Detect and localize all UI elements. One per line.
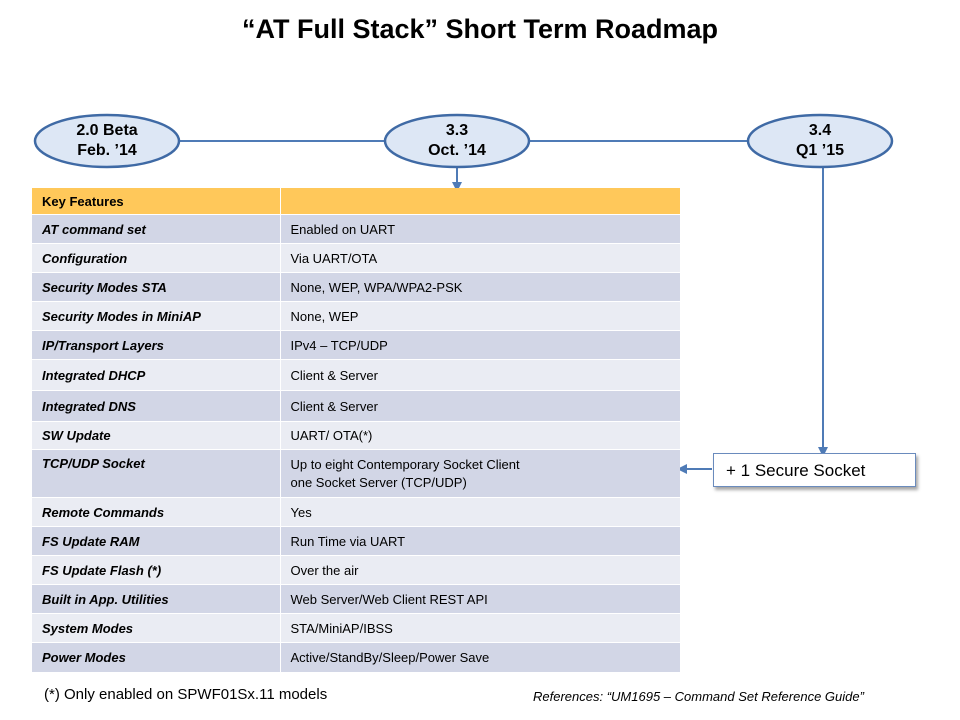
- milestone-version: 3.4: [808, 122, 832, 139]
- header-cell-key-features: Key Features: [32, 188, 281, 215]
- value-cell: Yes: [280, 497, 680, 527]
- key-features-table: Key Features AT command set Enabled on U…: [32, 188, 680, 673]
- table-row: IP/Transport Layers IPv4 – TCP/UDP: [32, 330, 680, 360]
- feature-cell: System Modes: [32, 613, 281, 643]
- feature-cell: Configuration: [32, 243, 281, 273]
- milestone-3-4: 3.4 Q1 ’15: [748, 115, 892, 167]
- value-cell: UART/ OTA(*): [280, 421, 680, 450]
- feature-cell: IP/Transport Layers: [32, 330, 281, 360]
- value-cell: Web Server/Web Client REST API: [280, 584, 680, 614]
- milestone-2-0-beta: 2.0 Beta Feb. ’14: [35, 115, 179, 167]
- value-cell: Active/StandBy/Sleep/Power Save: [280, 642, 680, 673]
- value-cell: Client & Server: [280, 390, 680, 422]
- milestone-date: Q1 ’15: [795, 142, 845, 159]
- table-row: Security Modes STA None, WEP, WPA/WPA2-P…: [32, 272, 680, 302]
- feature-cell: Remote Commands: [32, 497, 281, 527]
- milestone-ellipse-1: [33, 113, 181, 169]
- feature-cell: Security Modes STA: [32, 272, 281, 302]
- secure-socket-callout: + 1 Secure Socket: [713, 453, 916, 487]
- value-cell: Up to eight Contemporary Socket Client o…: [280, 449, 680, 498]
- table-row: Configuration Via UART/OTA: [32, 243, 680, 273]
- table-row: Security Modes in MiniAP None, WEP: [32, 301, 680, 331]
- feature-cell: Security Modes in MiniAP: [32, 301, 281, 331]
- table-row: TCP/UDP Socket Up to eight Contemporary …: [32, 449, 680, 498]
- table-row: Power Modes Active/StandBy/Sleep/Power S…: [32, 642, 680, 673]
- value-cell: STA/MiniAP/IBSS: [280, 613, 680, 643]
- milestone-date: Oct. ’14: [428, 142, 486, 159]
- table-row: Built in App. Utilities Web Server/Web C…: [32, 584, 680, 614]
- table-row: FS Update Flash (*) Over the air: [32, 555, 680, 585]
- value-cell: None, WEP: [280, 301, 680, 331]
- value-line-1: Up to eight Contemporary Socket Client: [290, 457, 520, 472]
- footnote: (*) Only enabled on SPWF01Sx.11 models: [44, 686, 328, 703]
- page-title: “AT Full Stack” Short Term Roadmap: [241, 14, 719, 44]
- milestone-version: 3.3: [445, 122, 469, 139]
- milestone-version: 2.0 Beta: [76, 122, 138, 139]
- feature-cell: AT command set: [32, 214, 281, 244]
- value-line-2: one Socket Server (TCP/UDP): [290, 475, 467, 490]
- references: References: “UM1695 – Command Set Refere…: [533, 689, 864, 704]
- value-cell: Via UART/OTA: [280, 243, 680, 273]
- table-row: System Modes STA/MiniAP/IBSS: [32, 613, 680, 643]
- feature-cell: SW Update: [32, 421, 281, 450]
- value-cell: Run Time via UART: [280, 526, 680, 556]
- table-row: AT command set Enabled on UART: [32, 214, 680, 244]
- table-row: Integrated DNS Client & Server: [32, 390, 680, 422]
- value-cell: Client & Server: [280, 359, 680, 391]
- table-row: FS Update RAM Run Time via UART: [32, 526, 680, 556]
- table-header-row: Key Features: [32, 188, 680, 215]
- milestone-ellipse-3: [746, 113, 894, 169]
- milestone-date: Feb. ’14: [77, 142, 137, 159]
- table-row: Integrated DHCP Client & Server: [32, 359, 680, 391]
- milestone-3-3: 3.3 Oct. ’14: [385, 115, 529, 167]
- value-cell: IPv4 – TCP/UDP: [280, 330, 680, 360]
- feature-cell: Built in App. Utilities: [32, 584, 281, 614]
- feature-cell: TCP/UDP Socket: [32, 449, 281, 498]
- value-cell: None, WEP, WPA/WPA2-PSK: [280, 272, 680, 302]
- table-row: SW Update UART/ OTA(*): [32, 421, 680, 450]
- milestone-ellipse-2: [383, 113, 531, 169]
- value-cell: Enabled on UART: [280, 214, 680, 244]
- table-row: Remote Commands Yes: [32, 497, 680, 527]
- feature-cell: Integrated DHCP: [32, 359, 281, 391]
- feature-cell: Power Modes: [32, 642, 281, 673]
- feature-cell: Integrated DNS: [32, 390, 281, 422]
- feature-cell: FS Update Flash (*): [32, 555, 281, 585]
- header-cell-empty: [280, 188, 680, 215]
- value-cell: Over the air: [280, 555, 680, 585]
- feature-cell: FS Update RAM: [32, 526, 281, 556]
